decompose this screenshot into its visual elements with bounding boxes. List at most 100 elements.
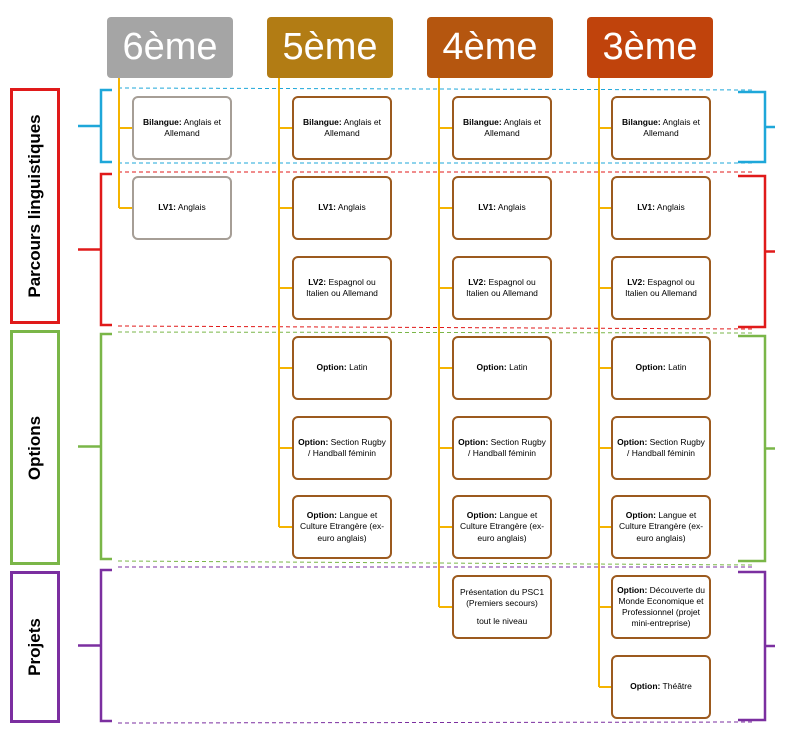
- bracket-projets-right: [738, 570, 775, 722]
- item-box: Option: Théâtre: [611, 655, 711, 719]
- item-box: Option: Langue et Culture Etrangère (ex-…: [611, 495, 711, 559]
- item-text: Option: Langue et Culture Etrangère (ex-…: [617, 510, 705, 543]
- item-value: Anglais et Allemand: [164, 116, 221, 138]
- category-options: Options: [10, 330, 60, 565]
- header-4eme: 4ème: [427, 17, 553, 78]
- item-box: Option: Langue et Culture Etrangère (ex-…: [452, 495, 552, 559]
- item-text: Option: Latin: [476, 362, 527, 373]
- bracket-options-right: [738, 334, 775, 563]
- band-separator: [117, 331, 753, 334]
- item-note: tout le niveau: [476, 615, 528, 626]
- item-box: Option: Section Rugby / Handball féminin: [452, 416, 552, 480]
- item-label: Bilangue:: [622, 116, 661, 127]
- item-value: Théâtre: [660, 681, 692, 692]
- item-box: Bilangue: Anglais et Allemand: [611, 96, 711, 160]
- item-text: Bilangue: Anglais et Allemand: [298, 117, 386, 139]
- bracket-options-left: [78, 332, 112, 561]
- band-separator: [117, 87, 753, 91]
- item-label: Option:: [316, 362, 347, 373]
- item-value: Section Rugby / Handball féminin: [307, 436, 386, 458]
- item-box: LV2: Espagnol ou Italien ou Allemand: [452, 256, 552, 320]
- item-text: Option: Langue et Culture Etrangère (ex-…: [458, 510, 546, 543]
- category-parcours-linguistiques: Parcours linguistiques: [10, 88, 60, 324]
- item-box: LV1: Anglais: [132, 176, 232, 240]
- item-value: Section Rugby / Handball féminin: [467, 436, 546, 458]
- item-box: LV1: Anglais: [452, 176, 552, 240]
- item-value: Présentation du PSC1 (Premiers secours): [459, 587, 545, 609]
- item-text: Option: Latin: [316, 362, 367, 373]
- item-value: Anglais: [176, 202, 206, 213]
- item-label: Bilangue:: [143, 116, 182, 127]
- bracket-projets-left: [78, 568, 112, 723]
- item-value: Anglais: [336, 202, 366, 213]
- item-text: LV1: Anglais: [318, 202, 366, 213]
- item-label: Bilangue:: [463, 116, 502, 127]
- item-box: LV1: Anglais: [292, 176, 392, 240]
- item-value: Espagnol ou Italien ou Allemand: [466, 276, 538, 298]
- item-text: Bilangue: Anglais et Allemand: [458, 117, 546, 139]
- item-label: Option:: [635, 362, 666, 373]
- item-value: Langue et Culture Etrangère (ex-euro ang…: [299, 510, 385, 543]
- item-text: Option: Théâtre: [630, 681, 692, 692]
- header-6eme: 6ème: [107, 17, 233, 78]
- item-value: Latin: [665, 362, 687, 373]
- item-label: Option:: [625, 510, 657, 521]
- bracket-bilangue-right: [738, 90, 775, 164]
- item-box: Bilangue: Anglais et Allemand: [292, 96, 392, 160]
- item-box: Option: Latin: [611, 336, 711, 400]
- item-value: Latin: [346, 362, 368, 373]
- item-box: Présentation du PSC1 (Premiers secours) t…: [452, 575, 552, 639]
- item-text: Bilangue: Anglais et Allemand: [617, 117, 705, 139]
- item-value: Anglais et Allemand: [643, 116, 700, 138]
- item-label: Option:: [466, 510, 498, 521]
- category-label: Projets: [25, 618, 44, 676]
- item-value: Langue et Culture Etrangère (ex-euro ang…: [618, 510, 704, 543]
- item-value: Espagnol ou Italien ou Allemand: [306, 276, 378, 298]
- item-text: Option: Section Rugby / Handball féminin: [617, 437, 705, 459]
- bracket-parcours-right: [738, 174, 775, 329]
- item-label: Option:: [617, 584, 648, 595]
- item-label: LV2:: [468, 276, 487, 287]
- bracket-parcours-left: [78, 172, 112, 327]
- item-label: Option:: [476, 362, 507, 373]
- item-box: LV1: Anglais: [611, 176, 711, 240]
- item-text: Option: Langue et Culture Etrangère (ex-…: [298, 510, 386, 543]
- item-value: Découverte du Monde Economique et Profes…: [618, 584, 705, 629]
- item-label: Option:: [617, 436, 648, 447]
- item-text: Option: Section Rugby / Handball féminin: [298, 437, 386, 459]
- item-value: Anglais et Allemand: [484, 116, 541, 138]
- item-text: LV1: Anglais: [637, 202, 685, 213]
- item-label: Bilangue:: [303, 116, 342, 127]
- item-label: LV2:: [627, 276, 646, 287]
- item-box: Option: Section Rugby / Handball féminin: [292, 416, 392, 480]
- item-value: Anglais et Allemand: [324, 116, 381, 138]
- item-label: Option:: [630, 681, 661, 692]
- item-label: LV1:: [478, 202, 496, 213]
- band-separator: [117, 721, 753, 724]
- band-separator: [117, 560, 753, 566]
- item-label: Option:: [306, 510, 338, 521]
- item-text: LV2: Espagnol ou Italien ou Allemand: [458, 277, 546, 299]
- item-value: Latin: [506, 362, 528, 373]
- header-5eme: 5ème: [267, 17, 393, 78]
- item-value: Anglais: [496, 202, 526, 213]
- category-label: Options: [25, 415, 44, 480]
- header-3eme: 3ème: [587, 17, 713, 78]
- item-box: Bilangue: Anglais et Allemand: [452, 96, 552, 160]
- item-text: Bilangue: Anglais et Allemand: [138, 117, 226, 139]
- item-label: Option:: [298, 436, 329, 447]
- item-value: Langue et Culture Etrangère (ex-euro ang…: [459, 510, 545, 543]
- item-box: Option: Section Rugby / Handball féminin: [611, 416, 711, 480]
- item-label: LV1:: [318, 202, 336, 213]
- item-label: LV2:: [308, 276, 327, 287]
- category-projets: Projets: [10, 571, 60, 723]
- item-text: LV2: Espagnol ou Italien ou Allemand: [298, 277, 386, 299]
- item-value: Anglais: [655, 202, 685, 213]
- item-box: Bilangue: Anglais et Allemand: [132, 96, 232, 160]
- item-box: Option: Découverte du Monde Economique e…: [611, 575, 711, 639]
- item-label: LV1:: [158, 202, 176, 213]
- item-text: Option: Section Rugby / Handball féminin: [458, 437, 546, 459]
- item-text: Option: Latin: [635, 362, 686, 373]
- item-value: Section Rugby / Handball féminin: [626, 436, 705, 458]
